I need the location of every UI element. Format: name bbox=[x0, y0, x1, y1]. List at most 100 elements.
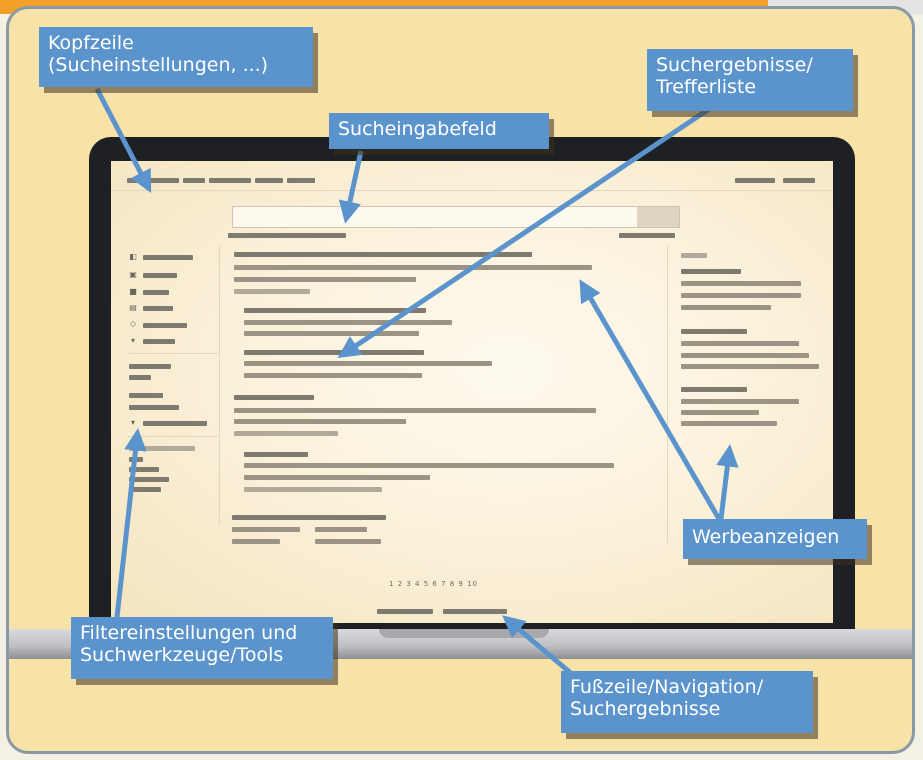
related-search-bar[interactable] bbox=[232, 527, 300, 532]
label-line: Filtereinstellungen und bbox=[80, 622, 298, 644]
filter-divider bbox=[127, 436, 219, 437]
arrow-werbeanzeigen-1 bbox=[579, 279, 722, 521]
ad-line bbox=[681, 364, 819, 369]
ad-line bbox=[681, 353, 809, 358]
header-bar bbox=[127, 178, 179, 183]
filter-item[interactable] bbox=[129, 446, 195, 451]
label-line: (Sucheinstellungen, ...) bbox=[48, 54, 269, 76]
related-search-bar[interactable] bbox=[315, 539, 381, 544]
footer-bar[interactable] bbox=[443, 609, 507, 614]
filter-item[interactable] bbox=[129, 364, 171, 369]
arrows-layer bbox=[94, 87, 739, 687]
ad-title[interactable] bbox=[681, 329, 747, 334]
header-bar bbox=[735, 178, 775, 183]
filter-item[interactable] bbox=[143, 421, 207, 426]
label-line: Werbeanzeigen bbox=[692, 526, 840, 548]
label-filter: Filtereinstellungen und Suchwerkzeuge/To… bbox=[71, 617, 333, 679]
label-sucheingabefeld: Sucheingabefeld bbox=[329, 113, 549, 149]
ads-heading bbox=[681, 253, 707, 258]
filter-item[interactable] bbox=[143, 273, 177, 278]
ad-title[interactable] bbox=[681, 387, 747, 392]
result-title[interactable] bbox=[244, 452, 308, 457]
tag-icon: ◇ bbox=[129, 319, 137, 328]
result-line bbox=[244, 487, 382, 492]
search-meta-bar bbox=[619, 233, 675, 238]
web-icon: ◧ bbox=[129, 252, 137, 261]
search-button[interactable] bbox=[637, 207, 679, 227]
filter-item[interactable] bbox=[129, 487, 161, 492]
arrow-suchergebnisse bbox=[337, 106, 711, 359]
label-line: Fußzeile/Navigation/ bbox=[570, 676, 764, 698]
filter-item[interactable] bbox=[143, 290, 169, 295]
header-bar bbox=[255, 178, 283, 183]
result-line bbox=[234, 289, 310, 294]
filter-item[interactable] bbox=[143, 323, 187, 328]
filter-item[interactable] bbox=[129, 393, 163, 398]
label-line: Sucheingabefeld bbox=[338, 118, 497, 140]
label-line: Kopfzeile bbox=[48, 32, 134, 54]
label-suchergebnisse: Suchergebnisse/ Trefferliste bbox=[647, 49, 853, 111]
diagram-panel: ◧ ▣ ■ ▤ ◇ ▾ ▾ bbox=[6, 6, 915, 754]
result-line bbox=[244, 331, 419, 336]
result-line bbox=[234, 431, 338, 436]
video-icon: ■ bbox=[129, 287, 137, 296]
related-search-bar[interactable] bbox=[232, 515, 386, 520]
ad-line bbox=[681, 399, 799, 404]
filter-divider bbox=[127, 353, 219, 354]
ads-column-divider bbox=[667, 245, 668, 545]
arrow-werbeanzeigen-2 bbox=[716, 444, 739, 520]
image-icon: ▣ bbox=[129, 270, 137, 279]
arrow-sucheingabefeld bbox=[338, 150, 364, 224]
filter-item[interactable] bbox=[129, 405, 179, 410]
ad-line bbox=[681, 341, 799, 346]
result-line bbox=[234, 419, 406, 424]
label-kopfzeile: Kopfzeile (Sucheinstellungen, ...) bbox=[39, 27, 313, 87]
filter-item[interactable] bbox=[129, 467, 159, 472]
ad-line bbox=[681, 421, 777, 426]
related-search-bar[interactable] bbox=[232, 539, 280, 544]
filter-item[interactable] bbox=[143, 255, 193, 260]
filter-item[interactable] bbox=[129, 375, 151, 380]
label-line: Suchergebnisse bbox=[570, 698, 721, 720]
result-title[interactable] bbox=[244, 308, 426, 313]
expand-icon: ▾ bbox=[130, 418, 135, 427]
more-icon: ▾ bbox=[130, 336, 135, 345]
result-title[interactable] bbox=[234, 395, 314, 400]
filter-item[interactable] bbox=[143, 306, 173, 311]
ad-title[interactable] bbox=[681, 269, 741, 274]
ad-line bbox=[681, 305, 771, 310]
result-line bbox=[244, 361, 492, 366]
result-title[interactable] bbox=[244, 350, 424, 355]
filter-item[interactable] bbox=[129, 477, 169, 482]
label-werbeanzeigen: Werbeanzeigen bbox=[683, 519, 867, 559]
ad-line bbox=[681, 281, 801, 286]
result-line bbox=[244, 320, 452, 325]
header-bar bbox=[183, 178, 205, 183]
ad-line bbox=[681, 410, 759, 415]
label-line: Trefferliste bbox=[656, 76, 757, 98]
result-line bbox=[244, 463, 614, 468]
header-bar bbox=[783, 178, 815, 183]
filter-column-divider bbox=[219, 245, 220, 525]
label-line: Suchergebnisse/ bbox=[656, 54, 813, 76]
arrow-filter bbox=[114, 428, 147, 618]
result-line bbox=[244, 475, 430, 480]
result-line bbox=[234, 265, 592, 270]
filter-item[interactable] bbox=[143, 339, 175, 344]
result-line bbox=[234, 408, 596, 413]
result-title[interactable] bbox=[234, 252, 532, 257]
header-bar bbox=[209, 178, 251, 183]
arrow-kopfzeile bbox=[94, 87, 152, 193]
pagination[interactable]: 1 2 3 4 5 6 7 8 9 10 bbox=[389, 580, 479, 588]
related-search-bar[interactable] bbox=[315, 527, 367, 532]
header-divider bbox=[111, 190, 833, 191]
result-line bbox=[234, 277, 416, 282]
search-meta-bar bbox=[228, 233, 346, 238]
label-line: Suchwerkzeuge/Tools bbox=[80, 644, 284, 666]
laptop-groove bbox=[379, 629, 549, 638]
header-bar bbox=[287, 178, 315, 183]
news-icon: ▤ bbox=[129, 303, 137, 312]
result-line bbox=[244, 373, 422, 378]
ad-line bbox=[681, 293, 801, 298]
footer-bar[interactable] bbox=[377, 609, 433, 614]
